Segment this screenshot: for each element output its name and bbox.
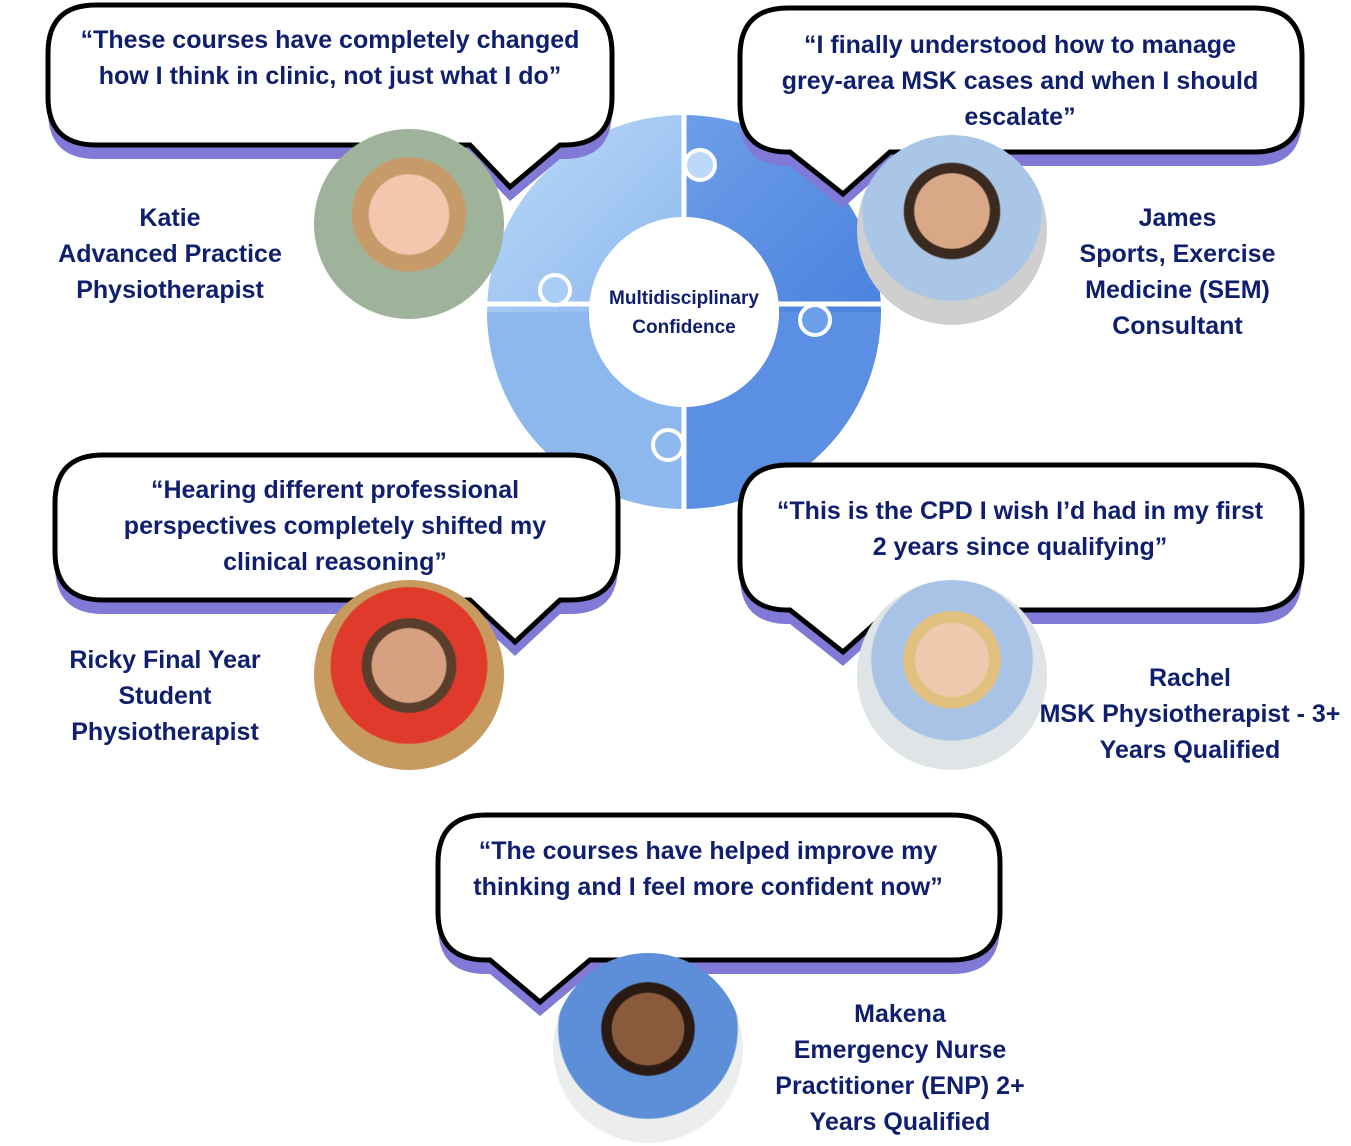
testimonial-author-james: James Sports, Exercise Medicine (SEM) Co… (1050, 200, 1305, 344)
author-name: Ricky Final Year Student Physiotherapist (69, 646, 261, 746)
avatar-rachel (857, 580, 1047, 770)
testimonial-author-ricky: Ricky Final Year Student Physiotherapist (40, 642, 290, 750)
testimonial-quote-makena: “The courses have helped improve my thin… (473, 837, 943, 901)
author-role: Advanced Practice Physiotherapist (58, 240, 282, 304)
author-name: Katie (139, 204, 201, 232)
center-label: Multidisciplinary Confidence (584, 284, 784, 342)
author-name: Rachel (1149, 664, 1231, 692)
testimonial-author-rachel: Rachel MSK Physiotherapist - 3+ Years Qu… (1035, 660, 1345, 768)
speech-bubble-james (737, 5, 1305, 198)
author-role: Sports, Exercise Medicine (SEM) Consulta… (1079, 240, 1276, 340)
testimonial-author-katie: Katie Advanced Practice Physiotherapist (30, 200, 310, 308)
speech-bubble-ricky (52, 452, 621, 646)
puzzle-piece-top-right (684, 115, 881, 312)
testimonial-author-makena: Makena Emergency Nurse Practitioner (ENP… (750, 996, 1050, 1140)
speech-bubble-makena (435, 812, 1003, 1006)
testimonial-quote-rachel: “This is the CPD I wish I’d had in my fi… (776, 497, 1264, 561)
avatar-james (857, 135, 1047, 325)
puzzle-piece-top-left (487, 115, 684, 312)
puzzle-ring (487, 115, 881, 509)
author-name: James (1138, 204, 1217, 232)
avatar-makena (553, 953, 743, 1143)
author-role: Emergency Nurse Practitioner (ENP) 2+ Ye… (775, 1036, 1025, 1136)
center-label-line1: Multidisciplinary (609, 288, 759, 309)
author-name: Makena (854, 1000, 946, 1028)
avatar-ricky (314, 580, 504, 770)
avatar-katie (314, 129, 504, 319)
testimonial-quote-katie: “These courses have completely changed h… (80, 26, 580, 90)
author-role: MSK Physiotherapist - 3+ Years Qualified (1039, 700, 1341, 764)
center-label-line2: Confidence (632, 317, 736, 338)
puzzle-piece-bottom-left (487, 312, 684, 509)
speech-bubble-katie (45, 2, 615, 191)
testimonial-quote-ricky: “Hearing different professional perspect… (123, 476, 547, 576)
testimonial-quote-james: “I finally understood how to manage grey… (781, 31, 1259, 131)
puzzle-piece-bottom-right (684, 312, 881, 509)
